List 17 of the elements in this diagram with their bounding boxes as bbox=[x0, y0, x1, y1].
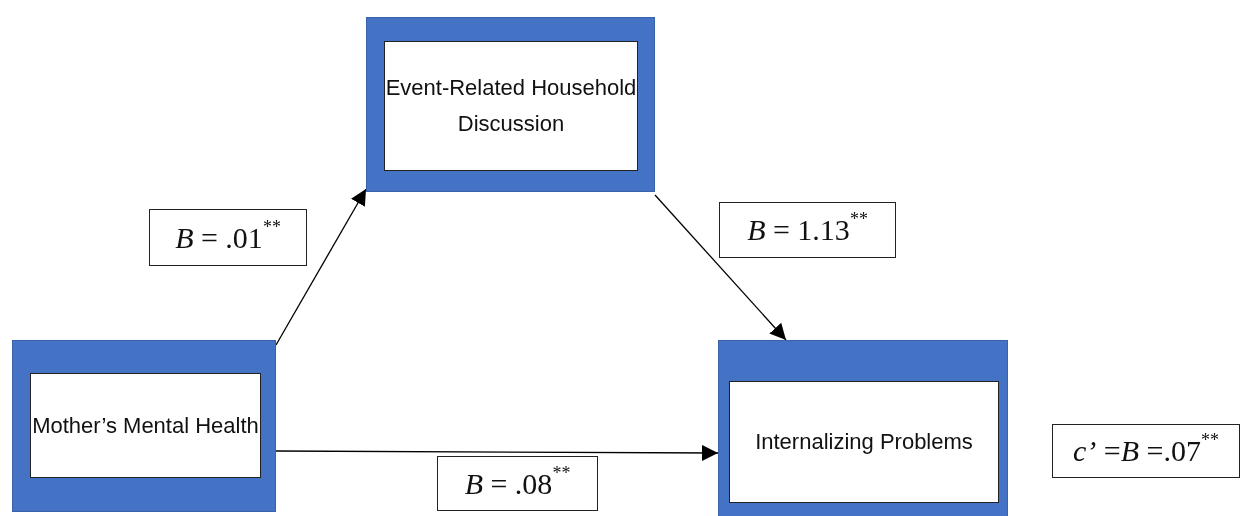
arrow bbox=[275, 444, 719, 461]
coefficient-box bbox=[719, 202, 896, 258]
coefficient-box bbox=[149, 209, 307, 266]
coefficient-box bbox=[1052, 424, 1240, 478]
variable-name: Internalizing Problems bbox=[755, 428, 973, 456]
coefficient-label: B = 1.13$^{**}$ bbox=[747, 213, 868, 247]
arrow bbox=[654, 194, 787, 341]
variable-name: Event-Related Household Discussion bbox=[385, 74, 637, 138]
coefficient-label: B = .01$^{**}$ bbox=[175, 220, 281, 255]
coefficient-label: B = .08$^{**}$ bbox=[464, 466, 571, 501]
coefficient-box bbox=[437, 456, 598, 511]
arrow bbox=[275, 188, 367, 346]
variable-name: Mother’s Mental Health bbox=[32, 411, 259, 440]
variable-box bbox=[718, 340, 1008, 516]
coefficient-label: c’ =B =.07$^{**}$ bbox=[1073, 434, 1219, 468]
variable-box bbox=[12, 340, 276, 512]
variable-box bbox=[366, 17, 655, 192]
